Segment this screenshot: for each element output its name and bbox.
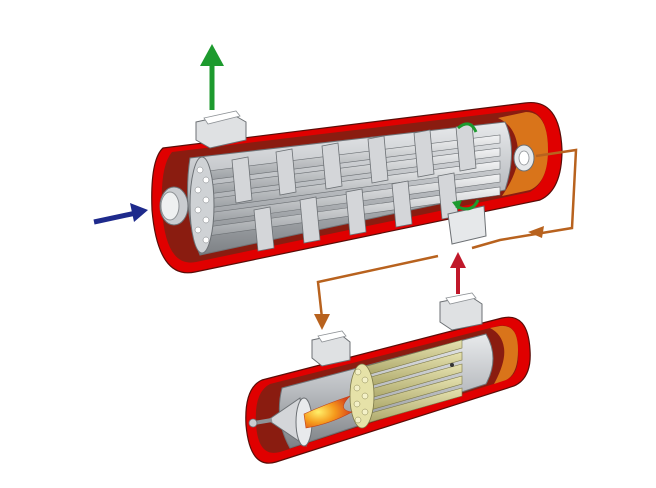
sensor-dot [450,363,454,367]
burner [248,397,313,448]
catalyst-tube-ends [353,368,369,424]
arrow-down-icon [314,314,330,330]
upper-exchanger [151,101,563,274]
flame-icon [303,395,353,429]
arrow-up-icon [450,252,466,294]
lower-reactor [245,292,531,464]
upper-inlet-nozzle [159,186,189,226]
lower-insulation [490,325,518,384]
process-connector [316,254,439,319]
process-loop-right [471,148,578,250]
arrow-head-icon [452,200,462,210]
upper-right-nozzle [513,144,535,172]
upper-baffles [231,123,477,252]
arrow-up-icon [200,44,224,110]
upper-top-nozzle [195,110,247,149]
catalyst-bundle [349,339,463,429]
arrow-left-icon [528,226,544,238]
arrow-right-icon [93,203,148,225]
flow-loop-icon [457,122,478,133]
upper-tube-ends [194,166,210,244]
lower-left-nozzle [311,330,351,367]
lower-right-nozzle [439,292,483,331]
